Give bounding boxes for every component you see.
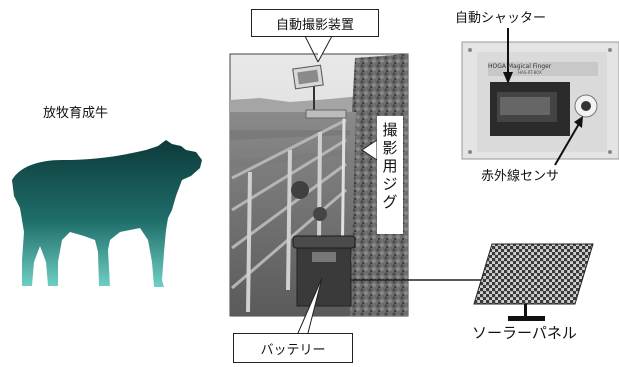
battery-callout: バッテリー (233, 333, 353, 363)
cow-silhouette (12, 140, 202, 287)
battery-label: バッテリー (260, 342, 326, 358)
cow-label: 放牧育成牛 (43, 106, 109, 121)
jig-char-4: ジ (382, 175, 398, 193)
jig-char-5: グ (382, 193, 398, 211)
solar-panel-label: ソーラーパネル (472, 324, 577, 342)
ir-sensor-label: 赤外線センサ (481, 169, 560, 184)
auto-shutter-label: 自動シャッター (455, 11, 547, 26)
jig-label: 撮 影 用 ジ グ (377, 116, 403, 234)
jig-char-3: 用 (382, 157, 398, 175)
sensor-box-text-1: HOGA Magical Finger (488, 63, 552, 70)
jig-char-2: 影 (382, 139, 398, 157)
sensor-box-text-2: HAS-RT-BOX (518, 70, 542, 75)
auto-camera-label: 自動撮影装置 (275, 17, 354, 33)
auto-camera-callout: 自動撮影装置 (251, 9, 379, 37)
jig-char-1: 撮 (382, 121, 398, 139)
